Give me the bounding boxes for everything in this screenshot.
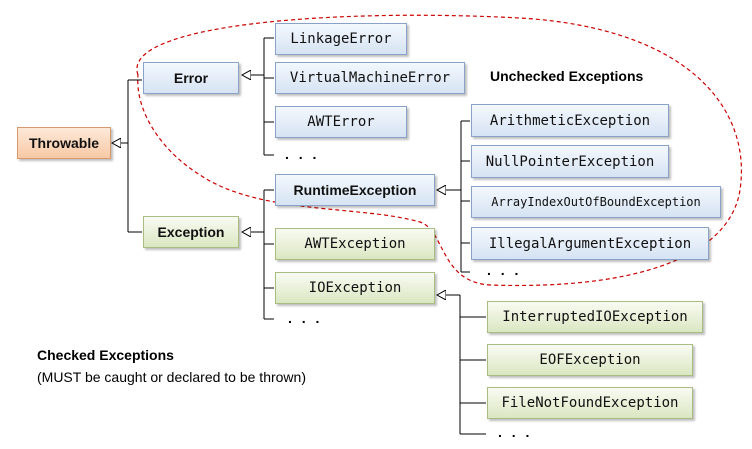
virtual-machine-error-node: VirtualMachineError: [275, 62, 465, 94]
exception-node: Exception: [143, 216, 239, 248]
throwable-node: Throwable: [17, 127, 111, 159]
error-node: Error: [143, 62, 239, 94]
unchecked-region-outline: [136, 14, 742, 287]
unchecked-exceptions-label: Unchecked Exceptions: [490, 68, 644, 84]
io-exception-node: IOException: [275, 272, 435, 304]
error-more-ellipsis: . . .: [285, 146, 320, 162]
illegal-argument-exception-node: IllegalArgumentException: [471, 227, 709, 260]
io-more-ellipsis: . . .: [498, 424, 533, 440]
runtime-exception-node: RuntimeException: [275, 174, 435, 206]
checked-exceptions-note: (MUST be caught or declared to be thrown…: [37, 369, 306, 385]
null-pointer-exception-node: NullPointerException: [471, 145, 669, 178]
linkage-error-node: LinkageError: [275, 23, 407, 55]
checked-exceptions-label: Checked Exceptions: [37, 347, 174, 363]
eof-exception-node: EOFException: [487, 344, 693, 376]
arithmetic-exception-node: ArithmeticException: [471, 104, 669, 137]
interrupted-io-exception-node: InterruptedIOException: [487, 301, 703, 333]
array-index-exception-node: ArrayIndexOutOfBoundException: [471, 186, 721, 218]
awt-exception-node: AWTException: [275, 228, 435, 260]
runtime-more-ellipsis: . . .: [487, 262, 522, 278]
exception-more-ellipsis: . . .: [288, 310, 323, 326]
file-not-found-exception-node: FileNotFoundException: [487, 387, 693, 419]
awt-error-node: AWTError: [275, 106, 407, 138]
